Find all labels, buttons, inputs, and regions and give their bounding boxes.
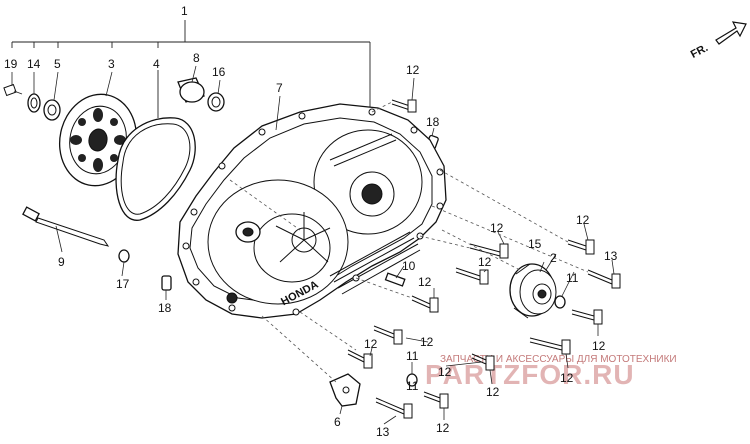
front-direction-indicator: FR. <box>689 21 747 61</box>
part-11-washer <box>554 295 566 309</box>
label-12-l: 12 <box>436 421 450 435</box>
part-6-bracket <box>329 373 361 407</box>
label-12-h: 12 <box>364 337 378 351</box>
label-12-g: 12 <box>420 335 434 349</box>
label-17: 17 <box>116 277 130 291</box>
part-labels: 1 19 14 5 3 4 8 16 7 12 18 9 17 18 10 12… <box>4 4 618 439</box>
label-14: 14 <box>27 57 41 71</box>
label-12-k: 12 <box>486 385 500 399</box>
part-4-gasket <box>115 117 196 221</box>
part-19-bolt <box>3 83 23 97</box>
label-11-right: 11 <box>566 271 579 285</box>
part-7-crankcase-cover: HONDA <box>177 103 447 319</box>
label-12-c: 12 <box>576 213 590 227</box>
part-17-oring <box>118 249 130 263</box>
label-12-f: 12 <box>592 339 606 353</box>
part-5-bearing <box>43 99 61 121</box>
label-12-j: 12 <box>438 365 452 379</box>
label-10: 10 <box>402 259 416 273</box>
bolt-12-f <box>373 325 403 345</box>
bolt-12-d <box>411 295 439 313</box>
bolt-12-i <box>471 353 495 371</box>
label-5: 5 <box>54 57 61 71</box>
front-arrow-icon <box>715 21 747 45</box>
bolt-12-b <box>567 239 595 255</box>
label-13-right: 13 <box>604 249 618 263</box>
leader-lines <box>11 65 615 425</box>
bolt-12-e <box>571 309 603 325</box>
assembly-bracket <box>11 20 371 120</box>
part-16-oring <box>207 92 225 112</box>
label-12-d: 12 <box>478 255 492 269</box>
label-7: 7 <box>276 81 283 95</box>
label-11-mid: 11 <box>406 349 419 363</box>
label-12-e: 12 <box>418 275 432 289</box>
label-12-b: 12 <box>490 221 504 235</box>
part-10-stud <box>384 272 406 287</box>
label-16: 16 <box>212 65 226 79</box>
label-1: 1 <box>181 4 188 18</box>
label-4: 4 <box>153 57 160 71</box>
label-19: 19 <box>4 57 18 71</box>
label-12-i: 12 <box>560 371 574 385</box>
part-14-seal <box>27 93 41 113</box>
label-18-lower: 18 <box>158 301 172 315</box>
bolt-12-c <box>455 267 489 285</box>
bolt-12-g <box>347 349 373 369</box>
label-3: 3 <box>108 57 115 71</box>
label-8: 8 <box>193 51 200 65</box>
bolt-12-h <box>529 337 571 355</box>
label-12-top: 12 <box>406 63 420 77</box>
label-2: 2 <box>550 251 557 265</box>
bolt-13-right <box>587 269 621 289</box>
bolt-12-j <box>423 391 449 409</box>
part-8-plug <box>177 77 205 103</box>
bolts <box>347 99 621 419</box>
part-9-dipstick <box>22 206 110 247</box>
part-18-dowel-lower <box>161 275 172 291</box>
label-15: 15 <box>528 237 542 251</box>
label-9: 9 <box>58 255 65 269</box>
bolt-top-12 <box>391 99 417 113</box>
label-13-bottom: 13 <box>376 425 390 439</box>
part-2-pulley <box>509 263 557 319</box>
label-6: 6 <box>334 415 341 429</box>
bolt-13-bottom <box>375 397 413 419</box>
front-label: FR. <box>689 42 710 61</box>
label-11-lower: 11 <box>406 379 419 393</box>
label-18-upper: 18 <box>426 115 440 129</box>
watermark-caption: ЗАПЧАСТИ И АКСЕССУАРЫ ДЛЯ МОТОТЕХНИКИ <box>440 354 677 365</box>
